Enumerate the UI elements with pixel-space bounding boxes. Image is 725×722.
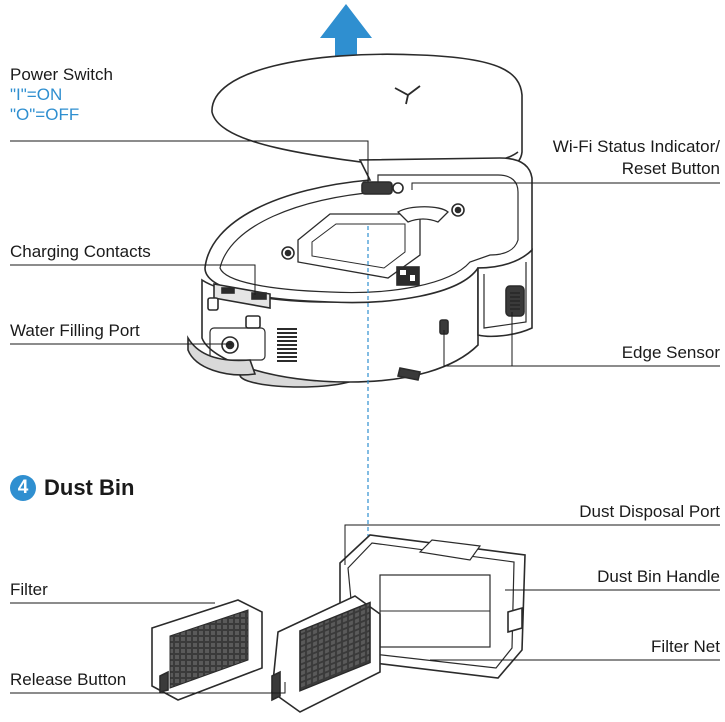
- power-switch-label: Power Switch: [10, 65, 113, 84]
- robot-body: [187, 157, 533, 388]
- leader-lines-upper: [10, 140, 720, 367]
- dust-disposal-port-label: Dust Disposal Port: [579, 502, 720, 521]
- section-title: Dust Bin: [44, 475, 135, 500]
- power-off-label: "O"=OFF: [10, 105, 80, 124]
- charging-contacts-label: Charging Contacts: [10, 242, 151, 261]
- release-button-label: Release Button: [10, 670, 127, 689]
- filter-flap: [271, 595, 381, 713]
- filter-net-label: Filter Net: [651, 637, 720, 656]
- section-number-badge: 4: [10, 475, 36, 501]
- filter: [151, 599, 263, 701]
- section-heading: 4 Dust Bin: [10, 471, 134, 505]
- leader-lines-lower: [10, 524, 720, 694]
- dust-bin: [339, 534, 526, 679]
- edge-sensor-label: Edge Sensor: [621, 343, 720, 362]
- reset-button-label: Reset Button: [621, 159, 720, 178]
- dust-bin-handle-label: Dust Bin Handle: [597, 567, 720, 586]
- filter-label: Filter: [10, 580, 48, 599]
- top-cover: [211, 53, 523, 175]
- wifi-status-label: Wi-Fi Status Indicator/: [552, 137, 720, 156]
- water-filling-port-label: Water Filling Port: [10, 321, 140, 340]
- power-on-label: "I"=ON: [10, 85, 63, 104]
